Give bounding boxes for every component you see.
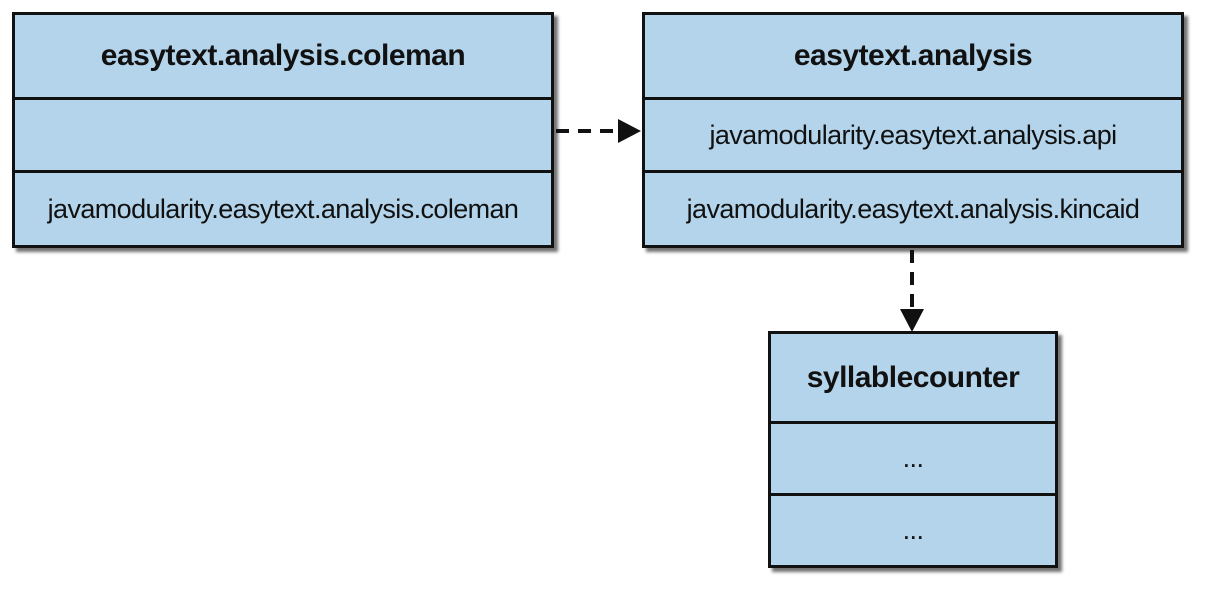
module-name: easytext.analysis	[793, 39, 1033, 72]
module-name: easytext.analysis.coleman	[100, 39, 466, 72]
package-row-ellipsis: ...	[771, 421, 1055, 493]
package-row-ellipsis: ...	[771, 493, 1055, 565]
package-row-empty	[15, 97, 551, 170]
dependency-arrow-coleman-to-analysis	[556, 119, 641, 143]
module-name: syllablecounter	[806, 360, 1020, 394]
module-box-easytext-analysis-coleman[interactable]: easytext.analysis.coleman javamodularity…	[12, 12, 554, 248]
arrowhead-icon	[618, 119, 641, 143]
arrowhead-icon	[900, 309, 924, 332]
module-box-syllablecounter[interactable]: syllablecounter ... ...	[768, 331, 1058, 568]
dependency-arrow-analysis-to-syllablecounter	[900, 250, 924, 332]
package-row-kincaid: javamodularity.easytext.analysis.kincaid	[645, 170, 1181, 245]
package-row: javamodularity.easytext.analysis.coleman	[15, 170, 551, 245]
package-row-api: javamodularity.easytext.analysis.api	[645, 97, 1181, 170]
module-box-easytext-analysis[interactable]: easytext.analysis javamodularity.easytex…	[642, 12, 1184, 248]
